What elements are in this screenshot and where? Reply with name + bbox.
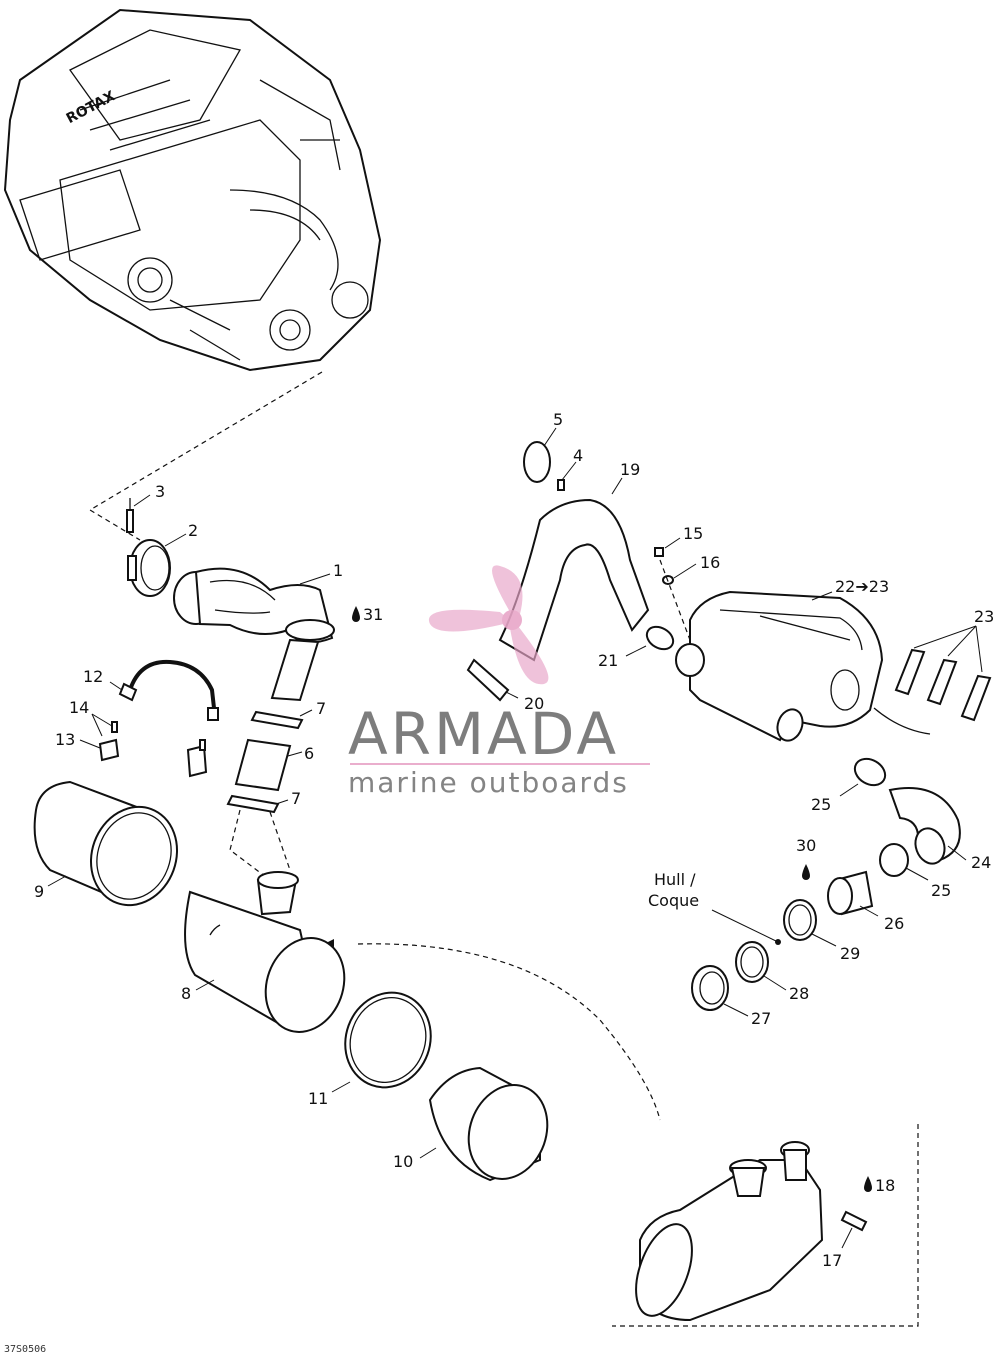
- callout-17: 17: [822, 1251, 842, 1270]
- callout-31: 31: [363, 605, 383, 624]
- callouts: 1 2 3 4 5 6 7 7 8 9 10 11 12 13 14 15 16…: [34, 410, 994, 1270]
- callout-26: 26: [884, 914, 904, 933]
- part-5-clamp: [523, 427, 557, 483]
- part-25-clamp-a: [839, 757, 887, 797]
- hull-label-line1: Hull /: [654, 870, 696, 889]
- callout-13: 13: [55, 730, 75, 749]
- connection-line-long: [357, 943, 661, 1121]
- callout-14: 14: [69, 698, 89, 717]
- hull-label-line2: Coque: [648, 891, 699, 910]
- callout-7-upper: 7: [316, 699, 326, 718]
- callout-10: 10: [393, 1152, 413, 1171]
- part-21-clamp: [625, 625, 675, 657]
- part-7-gasket-lower: [226, 794, 289, 814]
- engine-block: ROTAX: [3, 8, 382, 372]
- callout-21: 21: [598, 651, 618, 670]
- exhaust-tank: [635, 1141, 824, 1322]
- watermark-title: ARMADA: [348, 700, 619, 768]
- callout-29: 29: [840, 944, 860, 963]
- part-3-stud: [126, 494, 151, 533]
- part-2-clamp: [127, 533, 187, 597]
- callout-19: 19: [620, 460, 640, 479]
- part-16-washer: [659, 559, 697, 641]
- callout-18: 18: [875, 1176, 895, 1195]
- part-14-screw: [91, 713, 206, 751]
- part-28-gasket: [735, 941, 787, 991]
- callout-9: 9: [34, 882, 44, 901]
- callout-2: 2: [188, 521, 198, 540]
- part-27-nut: [691, 965, 749, 1017]
- part-17-drain-plug: [840, 1210, 868, 1249]
- watermark-subtitle: marine outboards: [348, 766, 629, 799]
- sealant-drop-icon-18: [864, 1176, 872, 1192]
- direction-marker-icon: [326, 939, 334, 947]
- connection-line-muffler: [229, 809, 291, 881]
- callout-7-lower: 7: [291, 789, 301, 808]
- part-25-clamp-b: [879, 843, 929, 881]
- part-13-clip: [79, 738, 208, 778]
- part-23-pads: [894, 625, 992, 722]
- part-10-cover: [419, 1066, 549, 1182]
- callout-8: 8: [181, 984, 191, 1003]
- part-20-fitting: [466, 658, 519, 702]
- callout-4: 4: [573, 446, 583, 465]
- callout-28: 28: [789, 984, 809, 1003]
- part-22-resonator: [675, 590, 884, 742]
- part-4-screw: [557, 461, 577, 491]
- callout-15: 15: [683, 524, 703, 543]
- callout-16: 16: [700, 553, 720, 572]
- part-1-exhaust-pipe: [173, 567, 335, 644]
- callout-1: 1: [333, 561, 343, 580]
- callout-20: 20: [524, 694, 544, 713]
- lubricant-drop-icon: [352, 606, 360, 622]
- callout-5: 5: [553, 410, 563, 429]
- callout-12: 12: [83, 667, 103, 686]
- callout-24: 24: [971, 853, 991, 872]
- drawing-code: 37S0506: [4, 1344, 46, 1355]
- part-7-gasket-upper: [250, 709, 313, 730]
- watermark-logo: ARMADA marine outboards: [348, 565, 650, 799]
- propeller-logo-icon: [428, 565, 549, 685]
- part-9-sleeve: [33, 780, 179, 907]
- part-15-screw: [654, 537, 681, 557]
- callout-3: 3: [155, 482, 165, 501]
- connection-line-engine: [88, 371, 323, 541]
- callout-25-upper: 25: [811, 795, 831, 814]
- part-8-muffler: [184, 871, 346, 1033]
- callout-6: 6: [304, 744, 314, 763]
- pipe-section: [270, 638, 320, 702]
- callout-22-23: 22➔23: [835, 577, 889, 596]
- hull-point: [775, 939, 781, 945]
- callout-11: 11: [308, 1089, 328, 1108]
- part-12-hose: [109, 659, 219, 721]
- hull-leader: [711, 909, 779, 943]
- part-6-sleeve: [234, 738, 303, 792]
- callout-23: 23: [974, 607, 994, 626]
- callout-27: 27: [751, 1009, 771, 1028]
- connection-curve: [873, 707, 931, 735]
- part-24-elbow-hose: [888, 787, 967, 865]
- part-19-exhaust-hose: [498, 477, 650, 662]
- callout-25-lower: 25: [931, 881, 951, 900]
- detail-frame: [612, 1124, 919, 1327]
- sealant-drop-icon: [802, 864, 810, 880]
- part-11-band: [331, 991, 432, 1093]
- part-29-o-ring: [783, 899, 837, 947]
- callout-30: 30: [796, 836, 816, 855]
- part-26-outlet-fitting: [827, 870, 879, 917]
